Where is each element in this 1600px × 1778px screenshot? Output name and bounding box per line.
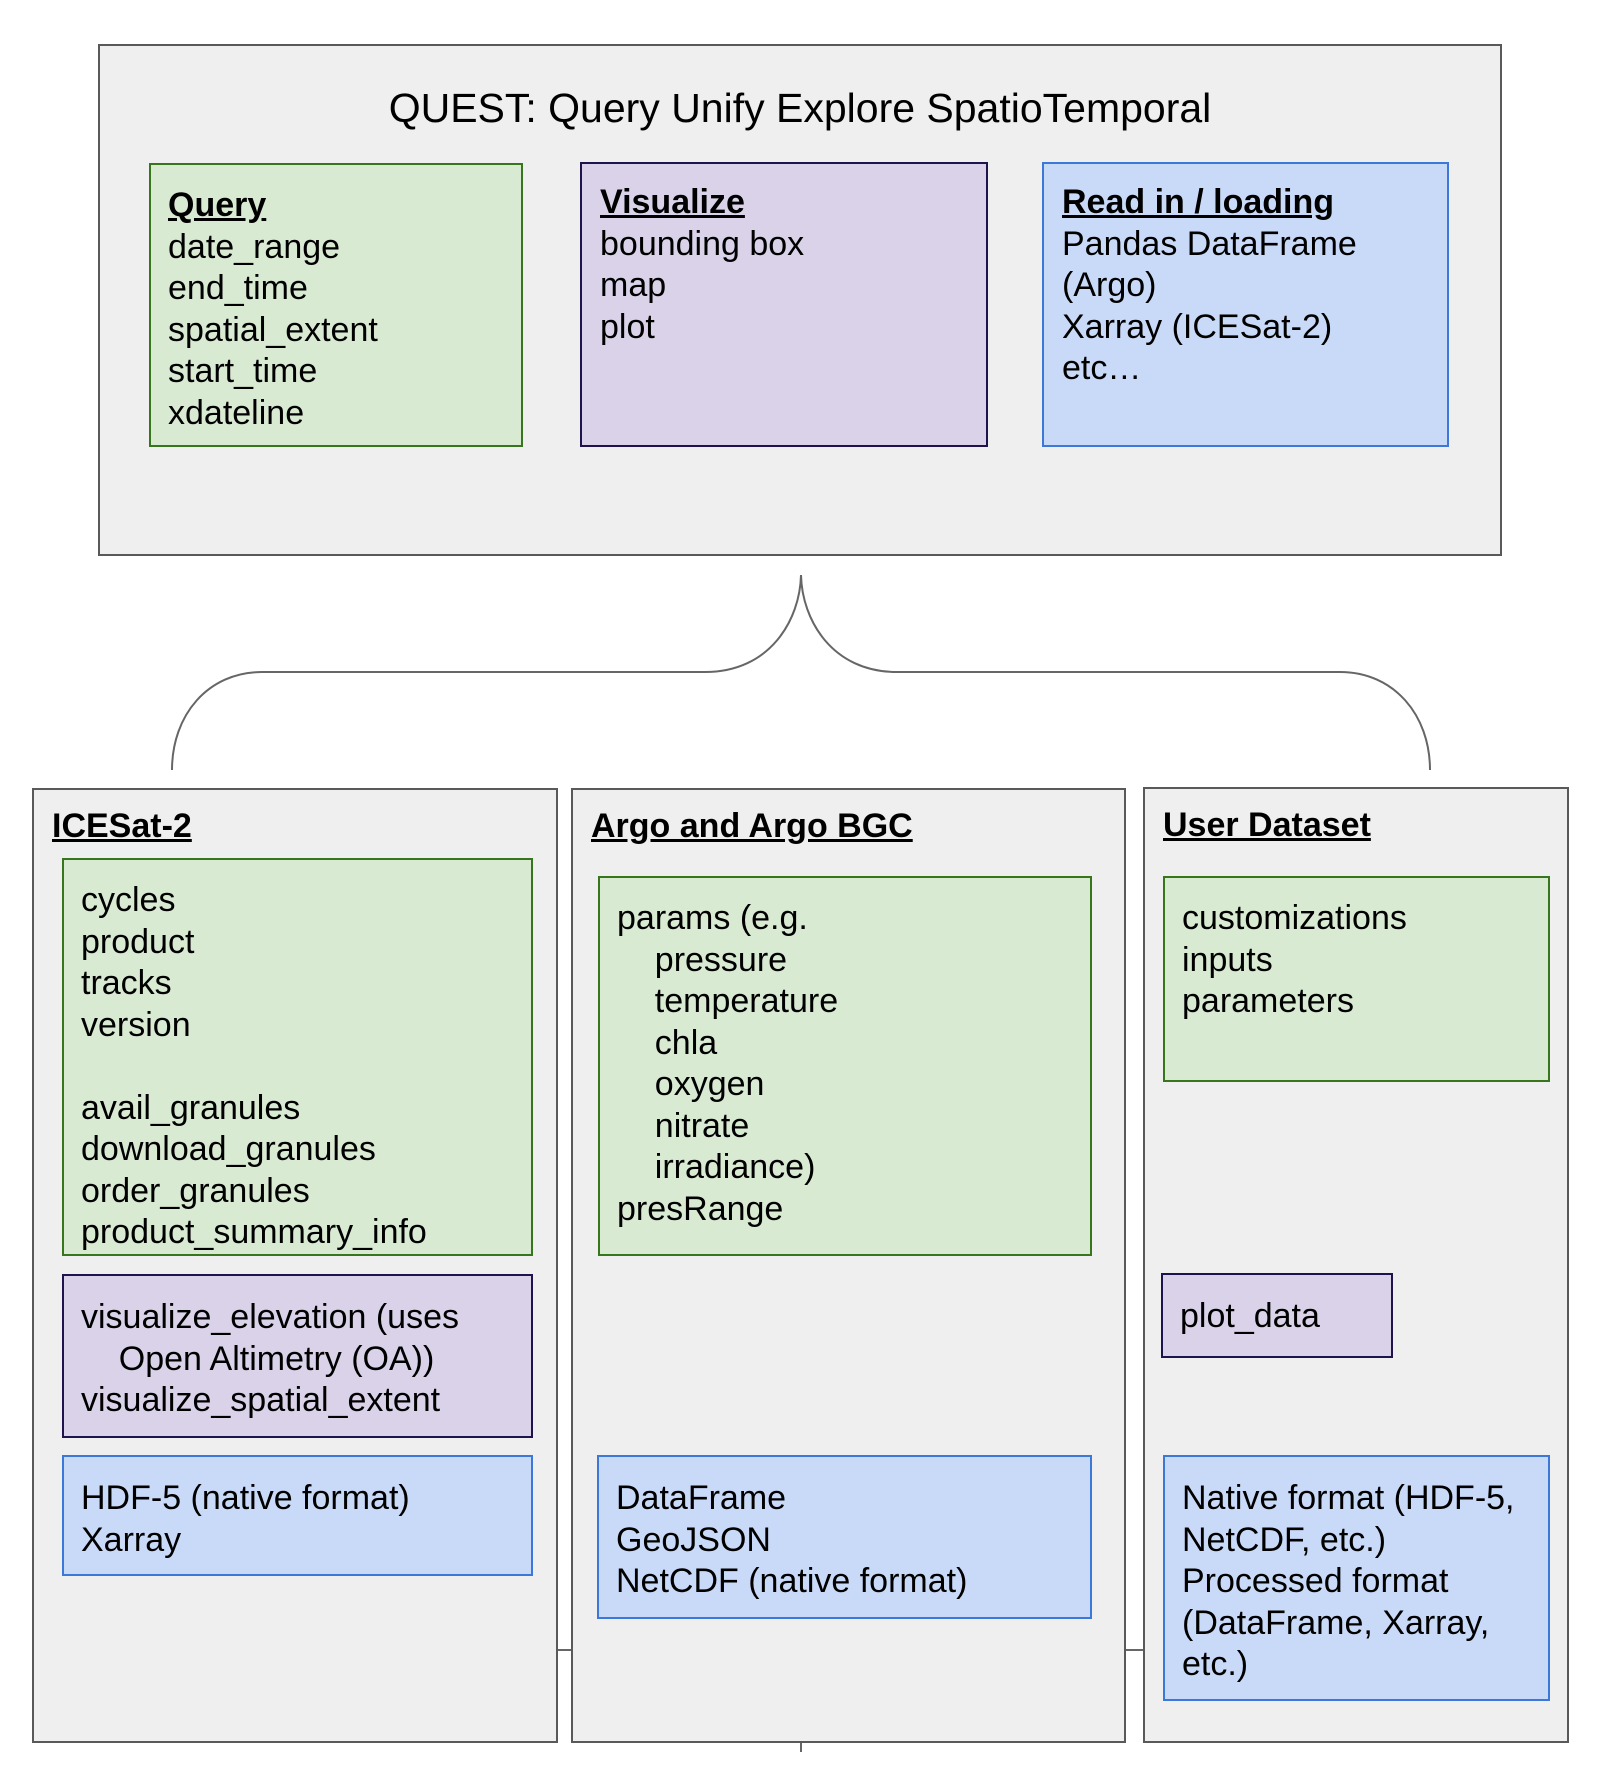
user-query-box: customizations inputs parameters [1163,876,1550,1082]
list-item: presRange [617,1189,784,1228]
brace-connector [171,574,1431,771]
list-item: (DataFrame, Xarray, [1182,1603,1490,1642]
visualize-heading: Visualize [600,183,745,221]
user-visualize-list: plot_data [1180,1296,1391,1338]
list-item: date_range [168,227,341,266]
page-title: QUEST: Query Unify Explore SpatioTempora… [388,85,1212,131]
list-item: bounding box [600,224,805,263]
list-item: GeoJSON [616,1520,771,1559]
user-heading: User Dataset [1163,806,1371,844]
list-item: map [600,266,667,304]
list-item: etc… [1062,349,1142,387]
list-item: plot [600,307,655,346]
list-item: version [81,1005,191,1044]
list-item: customizations [1182,899,1407,937]
list-item: Xarray (ICESat-2) [1062,307,1333,346]
list-item: pressure [617,940,788,979]
list-item: Processed format [1182,1562,1449,1600]
icesat-query-list: cycles product tracks version avail_gran… [81,880,531,1254]
list-item: avail_granules [81,1088,301,1127]
argo-query-list: params (e.g. pressure temperature chla o… [617,898,1090,1230]
list-item: irradiance) [617,1148,816,1186]
argo-read-box: DataFrame GeoJSON NetCDF (native format) [597,1455,1092,1619]
icesat-query-box: cycles product tracks version avail_gran… [62,858,533,1256]
icesat-read-box: HDF-5 (native format) Xarray [62,1455,533,1576]
list-item: NetCDF (native format) [616,1562,968,1600]
list-item: tracks [81,964,172,1002]
argo-heading: Argo and Argo BGC [591,807,913,845]
argo-read-list: DataFrame GeoJSON NetCDF (native format) [616,1478,1090,1603]
list-item: cycles [81,881,176,919]
list-item: inputs [1182,940,1273,979]
list-item: visualize_spatial_extent [81,1381,441,1419]
list-item: xdateline [168,393,305,432]
list-item: Open Altimetry (OA)) [81,1339,435,1378]
visualize-list: bounding box map plot [600,224,986,349]
list-item: start_time [168,352,318,390]
list-item: Pandas DataFrame [1062,224,1357,263]
query-list: date_range end_time spatial_extent start… [168,227,521,435]
list-item: nitrate [617,1106,750,1145]
list-item: DataFrame [616,1479,787,1517]
list-item: product [81,922,195,961]
list-item: NetCDF, etc.) [1182,1520,1387,1559]
list-item: end_time [168,269,308,307]
list-item: order_granules [81,1171,310,1210]
list-item: oxygen [617,1065,765,1103]
list-item [81,1046,531,1088]
list-item: params (e.g. [617,899,808,937]
read-list: Pandas DataFrame (Argo) Xarray (ICESat-2… [1062,224,1447,390]
list-item: spatial_extent [168,310,378,349]
user-query-list: customizations inputs parameters [1182,898,1548,1023]
list-item: Xarray [81,1520,182,1559]
user-read-box: Native format (HDF-5, NetCDF, etc.) Proc… [1163,1455,1550,1701]
list-item: plot_data [1180,1297,1320,1335]
list-item: parameters [1182,982,1354,1020]
list-item: chla [617,1023,718,1062]
list-item: Native format (HDF-5, [1182,1479,1515,1517]
user-read-list: Native format (HDF-5, NetCDF, etc.) Proc… [1182,1478,1548,1686]
list-item: temperature [617,982,839,1020]
icesat-visualize-box: visualize_elevation (uses Open Altimetry… [62,1274,533,1438]
list-item: product_summary_info [81,1213,427,1251]
list-item: etc.) [1182,1645,1249,1683]
visualize-box: Visualize bounding box map plot [580,162,988,447]
list-item: download_granules [81,1130,376,1168]
list-item: (Argo) [1062,266,1157,304]
read-box: Read in / loading Pandas DataFrame (Argo… [1042,162,1449,447]
user-visualize-box: plot_data [1161,1273,1393,1358]
icesat-visualize-list: visualize_elevation (uses Open Altimetry… [81,1297,531,1422]
query-box: Query date_range end_time spatial_extent… [149,163,523,447]
query-heading: Query [168,186,267,224]
icesat-read-list: HDF-5 (native format) Xarray [81,1478,531,1561]
icesat-heading: ICESat-2 [52,807,192,845]
list-item: HDF-5 (native format) [81,1479,410,1517]
argo-query-box: params (e.g. pressure temperature chla o… [598,876,1092,1256]
list-item: visualize_elevation (uses [81,1298,459,1336]
read-heading: Read in / loading [1062,183,1335,221]
